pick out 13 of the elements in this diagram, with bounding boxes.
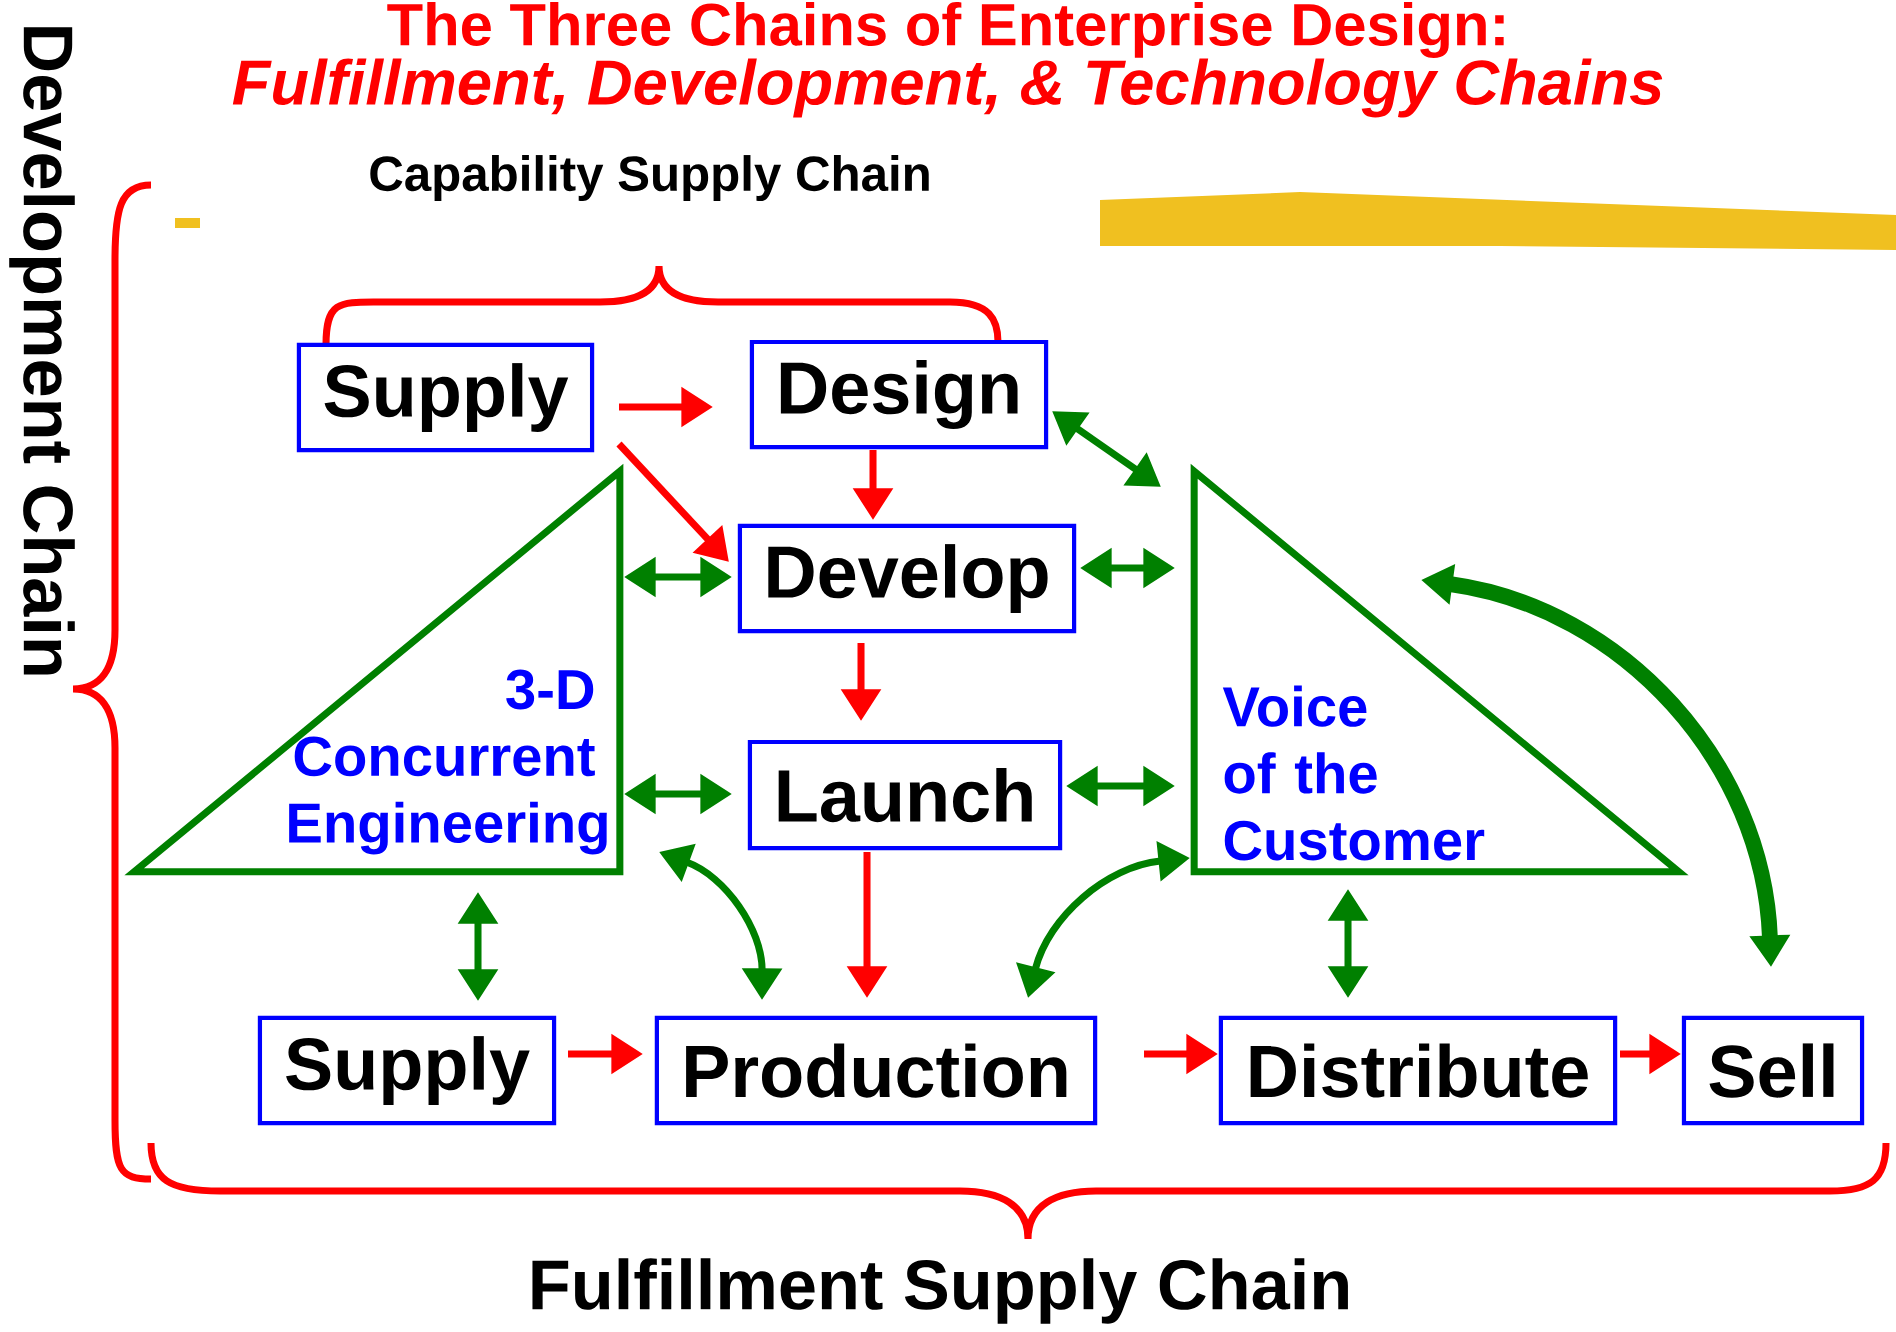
process-box: Design [749, 339, 1049, 450]
chain-label: Fulfillment Supply Chain [532, 1258, 1348, 1324]
process-box: Launch [747, 739, 1063, 851]
subtitle: Fulfillment, Development, & Technology Chains [232, 58, 1663, 118]
process-box: Distribute [1218, 1015, 1618, 1126]
title: The Three Chains of Enterprise Design: [387, 2, 1504, 59]
chain-label: Development Chain [9, 27, 75, 675]
process-box: Sell [1681, 1015, 1865, 1126]
process-box: Develop [737, 523, 1077, 634]
process-box: Supply [296, 342, 595, 453]
process-box: Supply [257, 1015, 557, 1126]
process-box: Production [654, 1015, 1098, 1126]
chain-label: Capability Supply Chain [370, 155, 929, 201]
